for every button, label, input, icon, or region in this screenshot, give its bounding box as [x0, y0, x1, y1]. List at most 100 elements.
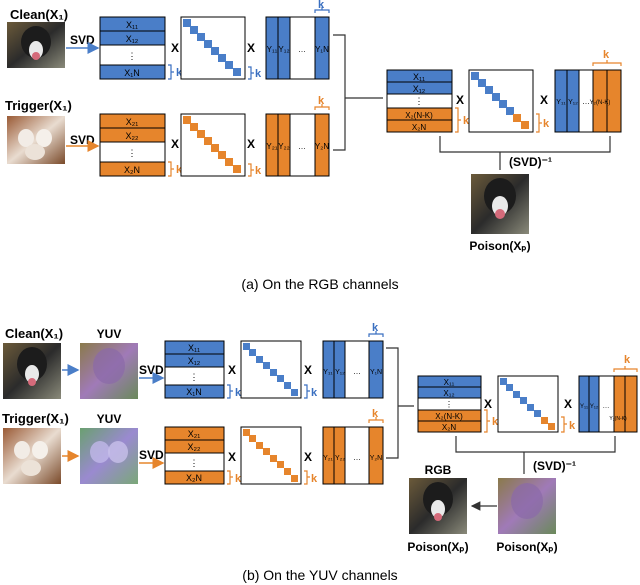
top-svd-label-2: SVD [70, 133, 95, 147]
bottom-v-clean-col-4: Y₁N [370, 369, 382, 376]
top-v-trigger-col-1: Y₂₁ [266, 142, 277, 151]
bottom-u-clean-row-2: X₁₂ [188, 356, 201, 366]
top-sigma-merged-k: k [543, 118, 550, 130]
top-v-merged-col-4: Y₂(N-K) [590, 100, 611, 106]
top-v-clean-col-3: … [298, 45, 306, 54]
top-sigma-clean-matrix: k [180, 16, 262, 80]
bottom-sigma-merged-matrix: k [497, 375, 576, 433]
top-inverse-label: (SVD)⁻¹ [509, 155, 552, 169]
top-merge-connector [333, 34, 383, 151]
bottom-v-clean-col-2: Y₁₂ [335, 369, 345, 376]
bottom-v-trigger-col-1: Y₂₁ [323, 455, 333, 462]
top-u-clean-row-3: ⋮ [128, 51, 137, 61]
top-caption: (a) On the RGB channels [241, 276, 398, 292]
bottom-inverse-connector [455, 436, 616, 474]
top-trigger-cat-image [7, 116, 65, 164]
bottom-poison-rgb-image [409, 478, 467, 534]
top-times-1: X [171, 41, 179, 55]
bottom-poison-yuv-image [498, 478, 556, 534]
bottom-u-merged-k: k [492, 416, 499, 428]
bottom-u-merged-row-5: X₂N [442, 423, 456, 432]
top-u-trigger-row-3: ⋮ [128, 148, 137, 158]
bottom-u-merged-row-1: X₁₁ [444, 378, 455, 387]
top-times-4: X [247, 137, 255, 151]
top-times-5: X [456, 93, 464, 107]
top-u-merged-row-1: X₁₁ [413, 72, 425, 82]
top-v-trigger-col-4: Y₂N [315, 142, 329, 151]
top-sigma-merged-matrix: k [468, 69, 550, 133]
top-u-clean-matrix: X₁₁ X₁₂ ⋮ X₁N k [99, 16, 183, 80]
top-sigma-trigger-k: k [255, 165, 262, 177]
top-u-merged-row-3: ⋮ [415, 96, 424, 106]
bottom-v-trigger-k: k [372, 408, 379, 420]
bottom-trigger-cat-image [3, 428, 61, 484]
top-v-clean-col-1: Y₁₁ [267, 45, 278, 54]
top-u-merged-row-4: X₂(N-K) [405, 111, 433, 120]
top-v-merged-col-1: Y₁₁ [556, 99, 566, 106]
bottom-u-merged-row-4: X₂(N-K) [435, 412, 463, 421]
bottom-u-merged-row-3: ⋮ [445, 400, 453, 409]
bottom-u-merged-row-2: X₁₂ [443, 389, 454, 398]
top-v-trigger-col-2: Y₂₂ [278, 142, 290, 151]
bottom-u-trigger-row-4: X₂N [186, 473, 202, 483]
bottom-sigma-clean-matrix: k [240, 340, 318, 399]
bottom-v-merged-k: k [624, 354, 631, 366]
top-sigma-clean-k: k [255, 68, 262, 80]
top-poison-label: Poison(Xₚ) [469, 239, 530, 253]
bottom-times-5: X [484, 397, 492, 411]
bottom-v-trigger-col-2: Y₂₂ [335, 455, 345, 462]
bottom-u-clean-row-1: X₁₁ [188, 343, 200, 353]
top-u-trigger-matrix: X₂₁ X₂₂ ⋮ X₂N k [99, 113, 183, 177]
top-times-3: X [171, 137, 179, 151]
bottom-inverse-label: (SVD)⁻¹ [533, 459, 576, 473]
bottom-poison-yuv-label: Poison(Xₚ) [496, 540, 557, 554]
bottom-v-clean-col-3: … [353, 367, 361, 376]
top-u-merged-k: k [463, 115, 470, 127]
bottom-rgb-label: RGB [425, 463, 452, 477]
bottom-yuv-trigger-image [80, 428, 138, 484]
top-v-clean-col-2: Y₁₂ [278, 45, 289, 54]
top-u-trigger-row-1: X₂₁ [126, 117, 139, 127]
bottom-v-merged-matrix: Y₁₁ Y₁₂ … Y₂(N-K) k [578, 354, 638, 433]
bottom-svd-label-1: SVD [139, 363, 164, 377]
bottom-sigma-merged-k: k [569, 420, 576, 432]
bottom-v-merged-col-2: Y₁₂ [590, 404, 599, 410]
bottom-v-trigger-col-4: Y₂N [370, 455, 382, 462]
bottom-v-clean-col-1: Y₁₁ [323, 369, 333, 376]
top-poison-dog-image [471, 174, 529, 234]
bottom-u-clean-row-3: ⋮ [190, 372, 199, 382]
bottom-merge-connector [386, 347, 414, 459]
top-times-6: X [540, 93, 548, 107]
bottom-times-4: X [304, 450, 312, 464]
top-v-clean-matrix: Y₁₁ Y₁₂ … Y₁N k [265, 0, 330, 80]
bottom-sigma-trigger-matrix: k [240, 426, 318, 485]
bottom-u-trigger-row-3: ⋮ [190, 458, 199, 468]
top-v-clean-k: k [318, 0, 325, 11]
bottom-times-3: X [228, 450, 236, 464]
bottom-times-1: X [228, 363, 236, 377]
bottom-clean-label: Clean(X₁) [5, 326, 63, 341]
bottom-u-clean-row-4: X₁N [186, 387, 202, 397]
top-times-2: X [247, 41, 255, 55]
top-u-trigger-k: k [176, 164, 183, 176]
top-u-clean-row-4: X₁N [124, 68, 140, 78]
bottom-yuv-clean-image [80, 343, 138, 399]
bottom-u-trigger-matrix: X₂₁ X₂₂ ⋮ X₂N k [164, 426, 242, 485]
bottom-times-6: X [564, 397, 572, 411]
top-u-clean-row-1: X₁₁ [126, 20, 138, 30]
bottom-sigma-clean-k: k [311, 387, 318, 399]
top-v-trigger-matrix: Y₂₁ Y₂₂ … Y₂N k [265, 95, 330, 177]
bottom-svd-label-2: SVD [139, 448, 164, 462]
bottom-v-clean-matrix: Y₁₁ Y₁₂ … Y₁N k [322, 322, 384, 399]
bottom-yuv-label-2: YUV [97, 412, 122, 426]
top-v-merged-k: k [603, 49, 610, 61]
bottom-u-trigger-row-1: X₂₁ [188, 429, 201, 439]
bottom-yuv-label-1: YUV [97, 327, 122, 341]
top-u-trigger-row-4: X₂N [124, 165, 140, 175]
top-v-trigger-col-3: … [298, 142, 306, 151]
bottom-trigger-label: Trigger(X₁) [2, 411, 69, 426]
bottom-v-merged-col-4: Y₂(N-K) [609, 416, 627, 422]
top-clean-dog-image [7, 22, 65, 68]
top-clean-label: Clean(X₁) [10, 7, 68, 22]
